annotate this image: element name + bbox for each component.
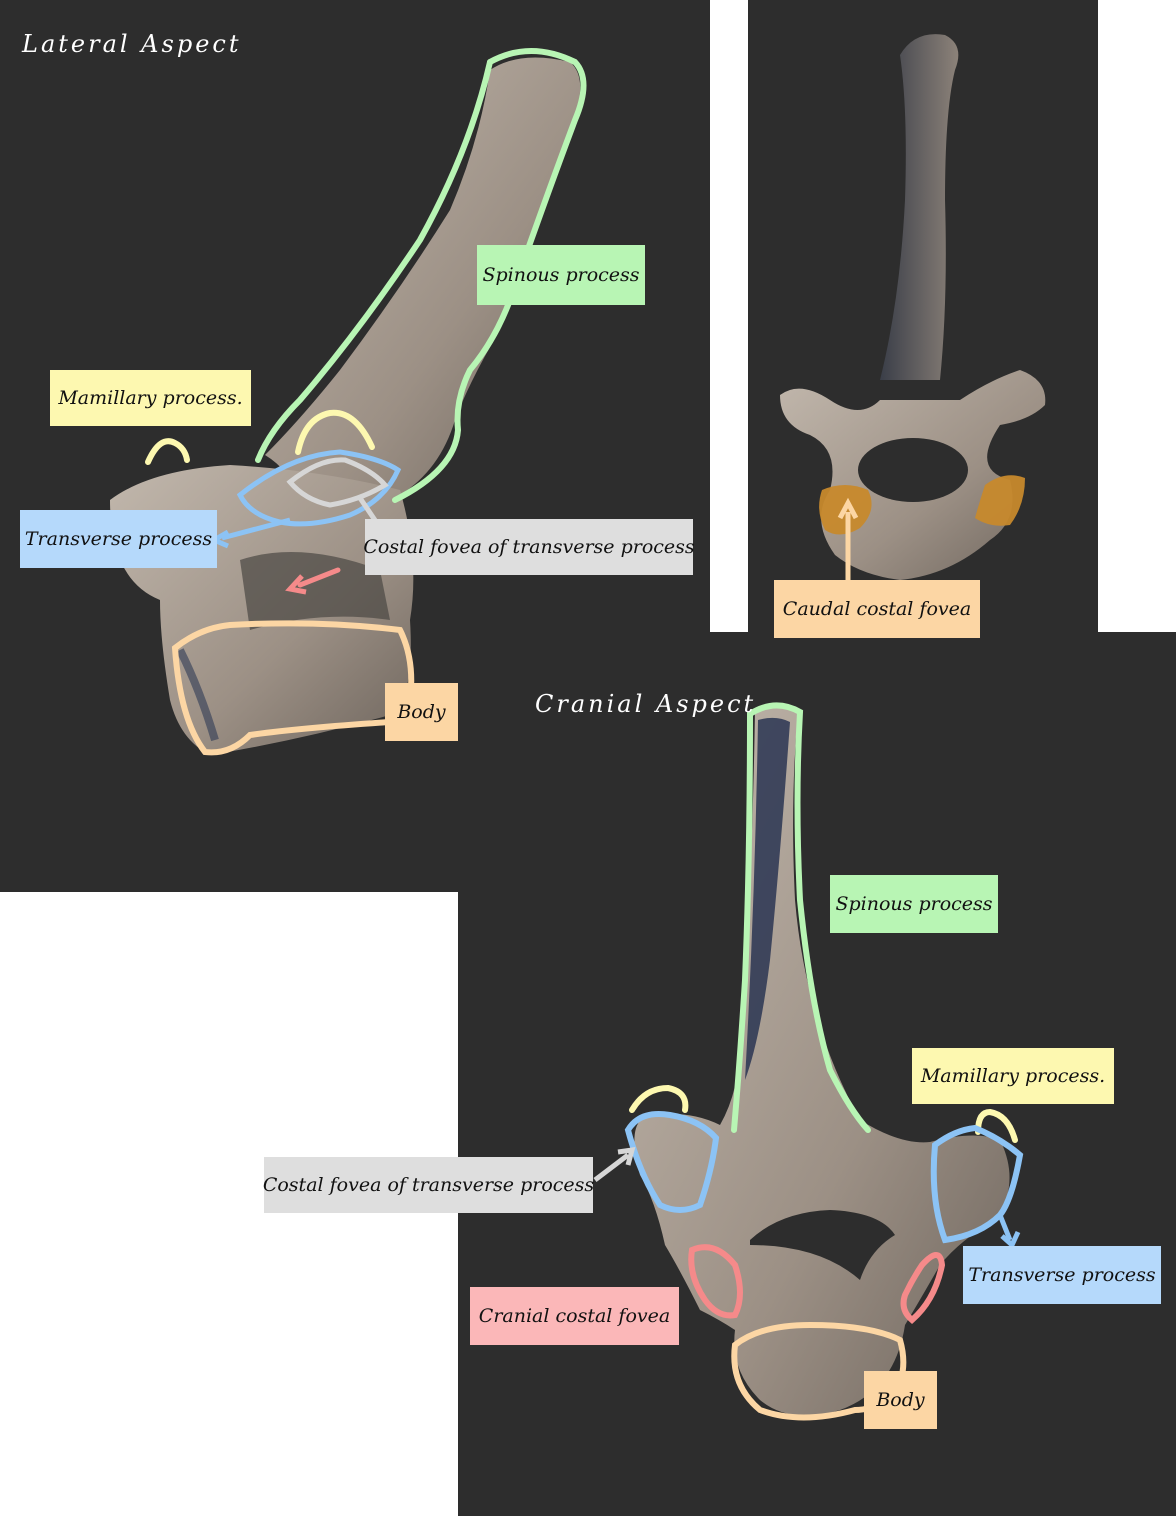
cranial-mamillary-outline-left xyxy=(629,1084,689,1113)
lateral-body-label: Body xyxy=(385,683,458,741)
lateral-mamillary-outline-2 xyxy=(295,409,375,455)
cranial-costal-fovea-outline-right xyxy=(900,1252,946,1324)
cranial-aspect-heading: Cranial Aspect xyxy=(535,690,757,718)
cranial-transverse-outline-left xyxy=(624,1111,720,1213)
lateral-costal-fovea-label: Costal fovea of transverse process xyxy=(363,519,695,575)
caudal-costal-fovea-label: Caudal costal fovea xyxy=(774,580,980,638)
lateral-mamillary-label: Mamillary process. xyxy=(50,370,251,426)
cranial-body-label: Body xyxy=(864,1371,937,1429)
lateral-transverse-label: Transverse process xyxy=(20,510,217,568)
lateral-costal-fovea-outline xyxy=(286,457,389,508)
lateral-vertebra xyxy=(110,57,581,755)
cranial-vertebra xyxy=(634,705,1010,1416)
cranial-mamillary-label: Mamillary process. xyxy=(912,1048,1114,1104)
lateral-spinous-label: Spinous process xyxy=(477,245,645,305)
lateral-mamillary-outline-1 xyxy=(145,438,190,465)
cranial-spinous-outline xyxy=(731,702,871,1133)
caudal-vertebra xyxy=(780,34,1046,580)
cranial-costal-fovea-outline-left xyxy=(688,1244,743,1319)
cranial-costal-fovea-cranial-label: Cranial costal fovea xyxy=(470,1287,679,1345)
cranial-spinous-label: Spinous process xyxy=(830,875,998,933)
cranial-transverse-outline-right xyxy=(930,1124,1024,1244)
cranial-costal-fovea-label: Costal fovea of transverse process xyxy=(263,1157,594,1213)
cranial-transverse-label: Transverse process xyxy=(963,1246,1161,1304)
cranial-mamillary-outline-right xyxy=(975,1108,1018,1143)
lateral-aspect-heading: Lateral Aspect xyxy=(22,30,242,58)
